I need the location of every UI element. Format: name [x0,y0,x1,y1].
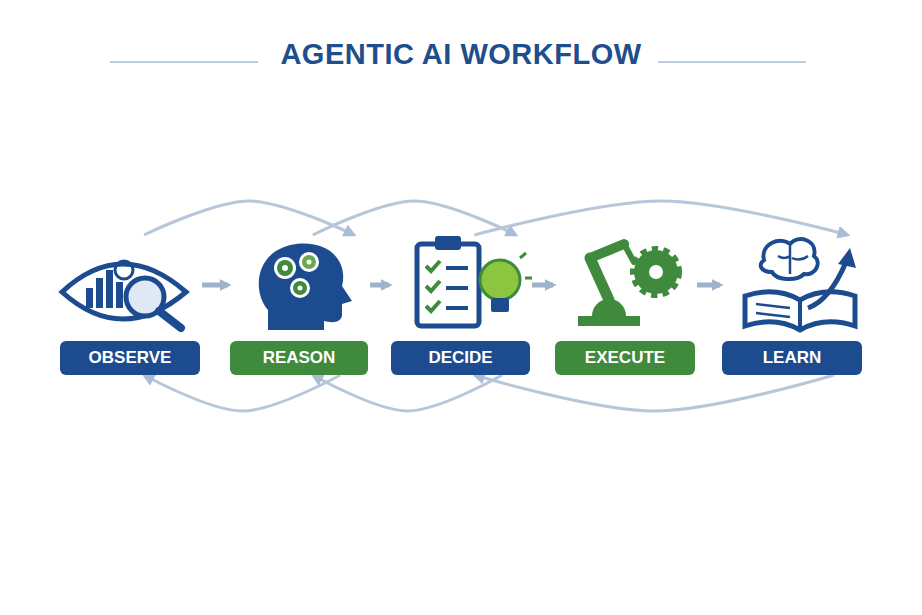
execute-icon [578,244,678,326]
diagram-title: AGENTIC AI WORKFLOW [0,38,922,71]
step-label: OBSERVE [89,348,172,368]
flow-arrow [697,283,720,288]
flow-arrow [532,283,553,288]
feedback-arc [474,201,848,235]
observe-icon [62,261,186,328]
workflow-step: OBSERVE [60,235,200,375]
feedback-arc [474,375,834,411]
workflow-step: REASON [230,235,368,375]
workflow-step: DECIDE [391,235,530,375]
learn-icon [745,239,856,330]
step-pill: LEARN [722,341,862,375]
step-label: LEARN [763,348,822,368]
step-pill: OBSERVE [60,341,200,375]
step-label: REASON [263,348,336,368]
step-label: DECIDE [428,348,492,368]
workflow-step: LEARN [722,235,862,375]
step-pill: REASON [230,341,368,375]
feedback-arc [313,201,516,235]
flow-arrow [370,283,389,288]
step-pill: EXECUTE [555,341,695,375]
reason-icon [259,244,352,330]
decide-icon [417,236,532,326]
title-rule [658,61,806,63]
step-pill: DECIDE [391,341,530,375]
title-rule [110,61,258,63]
feedback-arc [144,375,340,411]
feedback-arc [144,201,354,235]
step-label: EXECUTE [585,348,665,368]
flow-arrow [202,283,228,288]
workflow-step: EXECUTE [555,235,695,375]
feedback-arc [313,375,502,411]
